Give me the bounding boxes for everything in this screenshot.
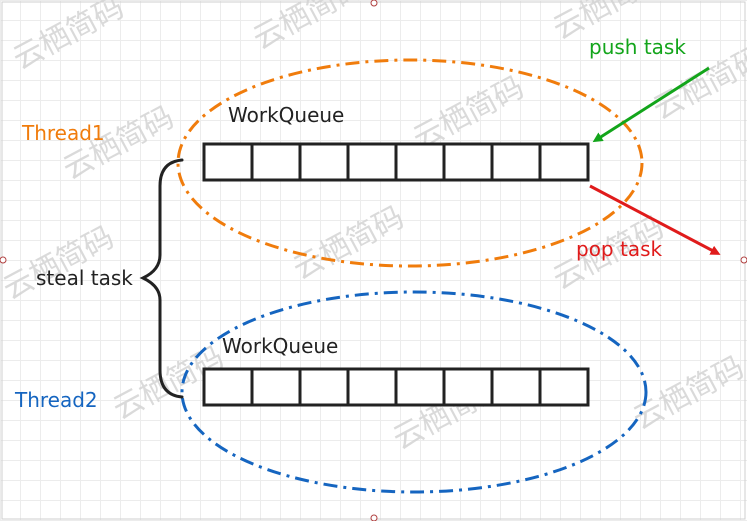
- steal-task-label: steal task: [36, 266, 133, 290]
- workqueue-2-cells: [202, 367, 590, 407]
- queue-cell: [442, 142, 494, 182]
- steal-brace: [139, 158, 184, 399]
- queue-cell: [490, 367, 542, 407]
- resize-handle-right[interactable]: [740, 256, 747, 264]
- thread1-label: Thread1: [22, 121, 105, 145]
- watermark-text: 云栖简码: [287, 200, 409, 287]
- push-task-label: push task: [589, 35, 686, 59]
- workqueue-2-label: WorkQueue: [222, 334, 339, 358]
- queue-cell: [538, 367, 590, 407]
- resize-handle-bottom[interactable]: [370, 514, 378, 521]
- thread1-ellipse: [176, 58, 644, 268]
- queue-cell: [346, 142, 398, 182]
- thread2-ellipse: [180, 290, 648, 494]
- queue-cell: [250, 142, 302, 182]
- watermark-text: 云栖简码: [7, 0, 129, 77]
- push-arrow: [592, 66, 710, 143]
- watermark-text: 云栖简码: [0, 220, 120, 307]
- queue-cell: [298, 142, 350, 182]
- workqueue-1-cells: [202, 142, 590, 182]
- queue-cell: [394, 142, 446, 182]
- queue-cell: [346, 367, 398, 407]
- queue-cell: [442, 367, 494, 407]
- pop-task-label: pop task: [576, 237, 663, 261]
- thread2-label: Thread2: [15, 388, 98, 412]
- workqueue-1-label: WorkQueue: [228, 103, 345, 127]
- resize-handle-top[interactable]: [370, 0, 378, 7]
- pop-arrow: [589, 184, 721, 255]
- queue-cell: [490, 142, 542, 182]
- queue-cell: [250, 367, 302, 407]
- queue-cell: [538, 142, 590, 182]
- resize-handle-left[interactable]: [0, 256, 7, 264]
- queue-cell: [394, 367, 446, 407]
- queue-cell: [202, 142, 254, 182]
- queue-cell: [298, 367, 350, 407]
- watermark-text: 云栖简码: [247, 0, 369, 57]
- queue-cell: [202, 367, 254, 407]
